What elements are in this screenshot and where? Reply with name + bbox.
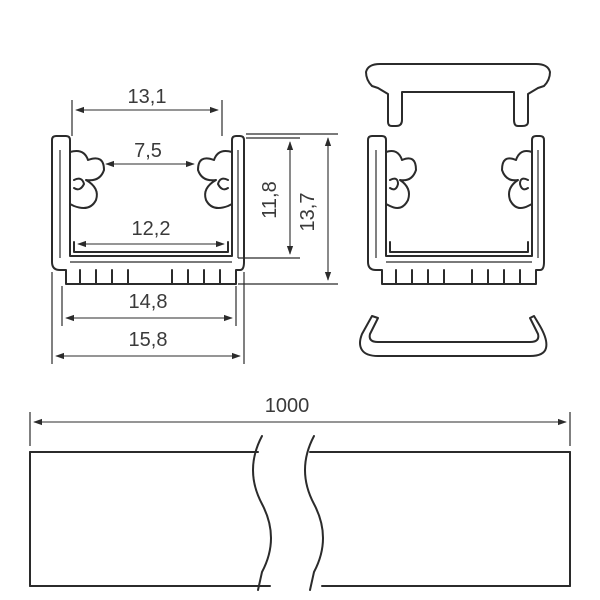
dimension-inner-height: 11,8 bbox=[238, 137, 300, 259]
dimension-total-height: 13,7 bbox=[238, 133, 338, 285]
profile-cross-section bbox=[51, 135, 245, 285]
length-dimension: 1000 bbox=[29, 395, 571, 446]
dimension-label-length: 1000 bbox=[265, 395, 310, 417]
dimension-label-outer-total-width: 15,8 bbox=[129, 329, 168, 351]
diffuser-cover bbox=[365, 63, 551, 127]
dimension-label-inner-bottom-width: 12,2 bbox=[132, 218, 171, 240]
profile-cross-section-plain bbox=[367, 135, 545, 285]
dimension-inner-top-width: 13,1 bbox=[71, 86, 223, 136]
profile-length-view bbox=[29, 435, 571, 591]
dimension-label-total-height: 13,7 bbox=[297, 193, 319, 232]
end-cap-diffuser bbox=[359, 315, 548, 357]
dimension-inner-bottom-width: 12,2 bbox=[77, 218, 225, 248]
dimension-outer-total-width: 15,8 bbox=[51, 272, 245, 364]
dimension-inner-slot-width: 7,5 bbox=[105, 140, 195, 168]
dimension-label-outer-base-width: 14,8 bbox=[129, 291, 168, 313]
dimension-label-inner-slot-width: 7,5 bbox=[134, 140, 162, 162]
dimension-outer-base-width: 14,8 bbox=[61, 286, 237, 326]
dimension-label-inner-height: 11,8 bbox=[259, 181, 281, 218]
dimension-label-inner-top-width: 13,1 bbox=[128, 86, 167, 108]
